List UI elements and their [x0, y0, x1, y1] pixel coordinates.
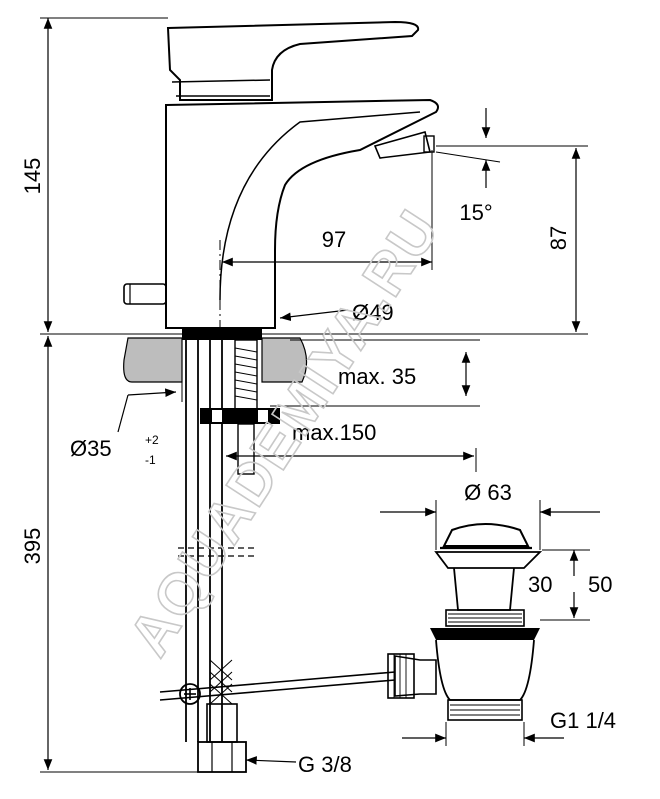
waste-assembly [387, 523, 543, 721]
dim-supply-thread: G 3/8 [298, 752, 352, 777]
dim-hole-tol-plus: +2 [145, 433, 159, 447]
dim-waste-min: 30 [528, 572, 552, 597]
dim-waste-diameter: Ø 63 [464, 480, 512, 505]
dim-spout-reach: 97 [322, 227, 346, 252]
dim-below-deck: 395 [20, 528, 45, 565]
dim-max-rod: max.150 [292, 420, 376, 445]
dim-spout-angle: 15° [459, 200, 492, 225]
dim-waste-max: 50 [588, 572, 612, 597]
tap-body [123, 20, 439, 340]
dim-body-diameter: Ø49 [352, 300, 394, 325]
below-deck-parts [159, 339, 396, 773]
dim-max-deck: max. 35 [338, 364, 416, 389]
dim-hole-tol-minus: -1 [145, 453, 156, 467]
dim-spout-height: 87 [546, 226, 571, 250]
dim-tap-height: 145 [20, 158, 45, 195]
dim-waste-thread: G1 1/4 [550, 708, 616, 733]
dimension-lines [40, 17, 600, 773]
dim-hole-diameter: Ø35 [70, 436, 112, 461]
